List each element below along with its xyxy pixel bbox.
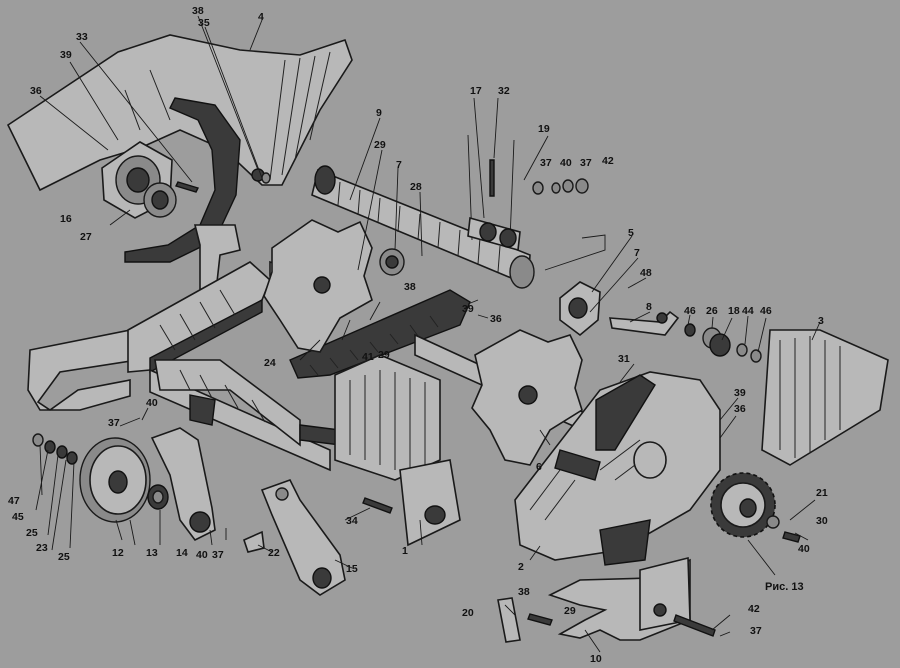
part-5-flange [559, 281, 601, 337]
callout-37-top: 37 [540, 157, 552, 169]
callout-38-lower: 38 [518, 586, 530, 598]
part-29-bolt-lower [527, 613, 553, 626]
callout-36-mid: 36 [490, 313, 502, 325]
callout-24: 24 [264, 357, 276, 369]
part-7-bearing-small [379, 248, 405, 276]
callout-5: 5 [628, 227, 634, 239]
callout-48: 48 [640, 267, 652, 279]
part-13-hub [147, 484, 169, 510]
part-27-bearing [143, 182, 177, 218]
callout-8: 8 [646, 301, 652, 313]
callout-7-upper: 7 [396, 159, 402, 171]
part-22-clip [243, 530, 265, 553]
callout-1: 1 [402, 545, 408, 557]
callout-19: 19 [538, 123, 550, 135]
callout-45: 45 [12, 511, 24, 523]
callout-31: 31 [618, 353, 630, 365]
callout-39-mid: 39 [462, 303, 474, 315]
callout-37-left: 37 [108, 417, 120, 429]
callout-32: 32 [498, 85, 510, 97]
part-10-fork-bracket [547, 556, 716, 641]
callout-4: 4 [258, 11, 264, 23]
washers-right [684, 323, 762, 363]
callout-41: 41 [362, 351, 374, 363]
callout-39-right: 39 [734, 387, 746, 399]
callout-3: 3 [818, 315, 824, 327]
part-3-guard [761, 329, 889, 466]
part-8-crank [609, 310, 680, 336]
callout-40-top: 40 [560, 157, 572, 169]
callout-16: 16 [60, 213, 72, 225]
callout-17: 17 [470, 85, 482, 97]
callout-leaders [35, 15, 821, 653]
callout-36-right: 36 [734, 403, 746, 415]
washers-top-right [532, 178, 589, 195]
callout-22: 22 [268, 547, 280, 559]
callout-37-lower-left: 37 [212, 549, 224, 561]
callout-39-topleft: 39 [60, 49, 72, 61]
frame-beam [27, 261, 341, 472]
part-12-pulley [79, 437, 151, 523]
callout-numbers: 38 35 4 33 39 36 16 27 9 29 7 28 17 32 1… [8, 5, 828, 665]
callout-42-top: 42 [602, 155, 614, 167]
callout-23: 23 [36, 542, 48, 554]
callout-7-right: 7 [634, 247, 640, 259]
callout-47: 47 [8, 495, 20, 507]
callout-25-b: 25 [58, 551, 70, 563]
part-30-bolt [766, 515, 801, 543]
callout-37-lower: 37 [750, 625, 762, 637]
callout-35: 35 [198, 17, 210, 29]
part-17-19-tensioner [467, 134, 521, 252]
part-2-gearbox-housing [514, 371, 721, 566]
callout-30: 30 [816, 515, 828, 527]
callout-42-lower: 42 [748, 603, 760, 615]
callout-34: 34 [346, 515, 358, 527]
callout-40-right: 40 [798, 543, 810, 555]
callout-10: 10 [590, 653, 602, 665]
part-6-star-plate [471, 329, 583, 466]
callout-27: 27 [80, 231, 92, 243]
part-15-rod [260, 479, 346, 596]
callout-2: 2 [518, 561, 524, 573]
callout-46-right: 46 [760, 305, 772, 317]
callout-29-upper: 29 [374, 139, 386, 151]
part-21-sprocket [710, 472, 776, 538]
callout-29-lower: 29 [564, 605, 576, 617]
callout-38-top: 38 [192, 5, 204, 17]
callout-9: 9 [376, 107, 382, 119]
part-34-bolt [362, 497, 393, 514]
callout-6: 6 [536, 461, 542, 473]
callout-44: 44 [742, 305, 754, 317]
callout-20: 20 [462, 607, 474, 619]
callout-18: 18 [728, 305, 740, 317]
star-plate-upper [263, 219, 373, 353]
callout-29-mid: 29 [378, 349, 390, 361]
washers-left [32, 433, 78, 465]
callout-25-a: 25 [26, 527, 38, 539]
callout-37-top2: 37 [580, 157, 592, 169]
callout-40-left: 40 [146, 397, 158, 409]
callout-28: 28 [410, 181, 422, 193]
part-37-bolt-small [175, 181, 199, 193]
callout-46-left: 46 [684, 305, 696, 317]
callout-14: 14 [176, 547, 188, 559]
callout-26: 26 [706, 305, 718, 317]
callout-40-lower: 40 [196, 549, 208, 561]
callout-38-mid: 38 [404, 281, 416, 293]
callout-36-left: 36 [30, 85, 42, 97]
callout-15: 15 [346, 563, 358, 575]
part-14-arm [150, 427, 216, 542]
callout-21: 21 [816, 487, 828, 499]
part-4-guard [6, 34, 353, 301]
part-1-support [334, 354, 461, 547]
callout-12: 12 [112, 547, 124, 559]
callout-13: 13 [146, 547, 158, 559]
figure-caption: Рис. 13 [765, 581, 804, 593]
callout-33: 33 [76, 31, 88, 43]
part-20-plate [497, 597, 521, 643]
